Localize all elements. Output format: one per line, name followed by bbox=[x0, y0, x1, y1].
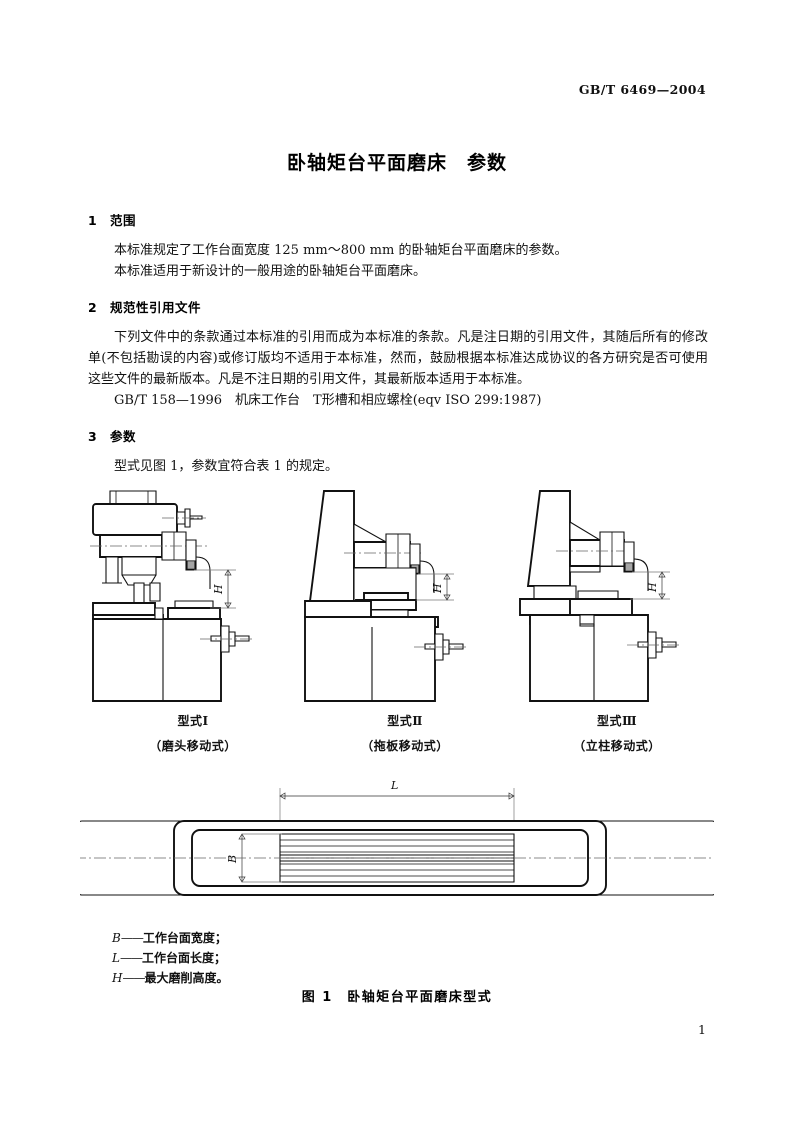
legend-item-l: L——工作台面长度； bbox=[112, 948, 228, 968]
legend-item-b: B——工作台面宽度； bbox=[112, 928, 228, 948]
machine-type-name-1: 型式Ⅰ bbox=[177, 714, 209, 728]
legend-symbol-l: L bbox=[112, 951, 120, 965]
section-1-paragraph-2: 本标准适用于新设计的一般用途的卧轴矩台平面磨床。 bbox=[114, 264, 427, 279]
worktable-plan-view: L B bbox=[0, 768, 794, 933]
document-body: 1 范围 本标准规定了工作台面宽度 125 mm～800 mm 的卧轴矩台平面磨床… bbox=[88, 210, 708, 477]
machine-type-name-2: 型式Ⅱ bbox=[387, 714, 423, 728]
legend-text-b: 工作台面宽度； bbox=[142, 931, 227, 945]
figure-1: H bbox=[0, 482, 794, 933]
svg-text:H: H bbox=[212, 584, 225, 595]
page-title: 卧轴矩台平面磨床 参数 bbox=[286, 152, 507, 174]
machine-type-labels: 型式Ⅰ （磨头移动式） 型式Ⅱ （拖板移动式） 型式Ⅲ （立柱移动式） bbox=[0, 712, 794, 762]
legend-dash-b: —— bbox=[120, 931, 144, 945]
section-title-3: 参数 bbox=[110, 429, 137, 444]
running-header-standard-code: GB/T 6469—2004 bbox=[578, 82, 706, 97]
legend-text-h: 最大磨削高度。 bbox=[144, 971, 229, 985]
figure-legend: B——工作台面宽度； L——工作台面长度； H——最大磨削高度。 bbox=[112, 928, 228, 988]
machine-type-description-1: （磨头移动式） bbox=[149, 739, 237, 753]
machine-type-label-1: 型式Ⅰ （磨头移动式） bbox=[88, 712, 298, 754]
section-heading-2: 2 规范性引用文件 bbox=[88, 297, 708, 316]
machine-drawing-type-3: H bbox=[512, 482, 722, 712]
section-1-paragraph-1: 本标准规定了工作台面宽度 125 mm～800 mm 的卧轴矩台平面磨床的参数。 bbox=[114, 243, 568, 258]
svg-text:H: H bbox=[431, 583, 444, 594]
machine-type-description-3: （立柱移动式） bbox=[573, 739, 661, 753]
section-title-1: 范围 bbox=[110, 213, 137, 228]
svg-text:B: B bbox=[226, 855, 239, 864]
machine-type-label-3: 型式Ⅲ （立柱移动式） bbox=[512, 712, 722, 754]
svg-text:H: H bbox=[646, 582, 659, 593]
legend-dash-h: —— bbox=[122, 971, 145, 985]
legend-text-l: 工作台面长度； bbox=[141, 951, 226, 965]
section-2-paragraph-1: 下列文件中的条款通过本标准的引用而成为本标准的条款。凡是注日期的引用文件，其随后… bbox=[88, 330, 708, 387]
machine-type-label-2: 型式Ⅱ （拖板移动式） bbox=[300, 712, 510, 754]
machine-type-description-2: （拖板移动式） bbox=[361, 739, 449, 753]
section-heading-3: 3 参数 bbox=[88, 426, 708, 445]
machine-type-drawings: H bbox=[0, 482, 794, 712]
section-number-2: 2 bbox=[88, 300, 98, 315]
normative-reference-gbt158: GB/T 158—1996 机床工作台 T形槽和相应螺栓(eqv ISO 299… bbox=[114, 393, 542, 408]
machine-drawing-type-2: H bbox=[300, 482, 510, 712]
section-number-3: 3 bbox=[88, 429, 98, 444]
figure-caption: 图 1 卧轴矩台平面磨床型式 bbox=[301, 990, 493, 1005]
machine-type-name-3: 型式Ⅲ bbox=[596, 714, 638, 728]
machine-drawing-type-1: H bbox=[88, 482, 298, 712]
section-3-paragraph-1: 型式见图 1，参数宜符合表 1 的规定。 bbox=[114, 459, 338, 474]
legend-symbol-b: B bbox=[112, 931, 121, 945]
page-number: 1 bbox=[698, 1022, 706, 1037]
section-title-2: 规范性引用文件 bbox=[110, 300, 202, 315]
legend-item-h: H——最大磨削高度。 bbox=[112, 968, 228, 988]
legend-symbol-h: H bbox=[112, 971, 123, 985]
legend-dash-l: —— bbox=[119, 951, 143, 965]
svg-text:L: L bbox=[390, 779, 398, 792]
section-heading-1: 1 范围 bbox=[88, 210, 708, 229]
section-number-1: 1 bbox=[88, 213, 98, 228]
